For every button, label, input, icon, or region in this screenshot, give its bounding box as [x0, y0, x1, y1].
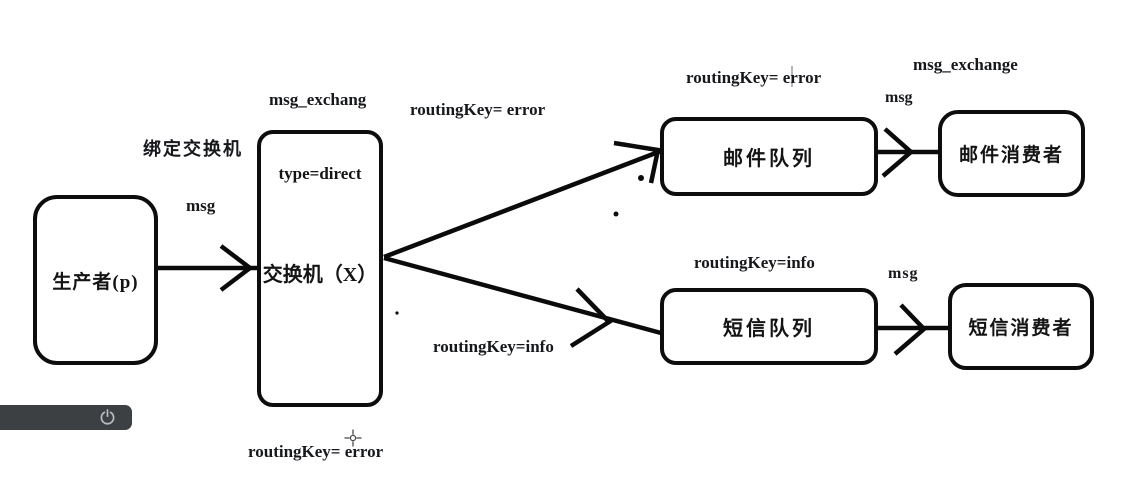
routingkey-error-top-label: routingKey= error	[686, 68, 822, 87]
msg-producer-label: msg	[186, 196, 216, 215]
sms-consumer-label: 短信消费者	[968, 318, 1074, 339]
exchange-name-label: msg_exchang	[269, 90, 367, 109]
sms-queue-label: 短信队列	[723, 318, 815, 340]
email-queue-label: 邮件队列	[723, 148, 815, 170]
arrowhead-email-queue-to-consumer	[881, 127, 915, 178]
arrowhead-exchange-to-sms-queue	[569, 287, 613, 348]
exchange-label: 交换机（X）	[262, 264, 378, 286]
arrow-exchange-to-email-queue	[383, 148, 662, 260]
routingkey-info-queue-label: routingKey=info	[694, 253, 815, 272]
arrowhead-producer-to-exchange	[219, 244, 254, 292]
msg-email-label: msg	[885, 89, 913, 106]
msg-sms-label: msg	[888, 265, 919, 282]
sms-consumer-node[interactable]: 短信消费者	[948, 283, 1094, 370]
email-consumer-node[interactable]: 邮件消费者	[938, 110, 1085, 197]
ink-specks	[395, 175, 644, 315]
arrowhead-sms-queue-to-consumer	[893, 303, 928, 356]
routingkey-error-mid-label: routingKey= error	[410, 100, 546, 119]
routingkey-error-bottom-label: routingKey= error	[248, 442, 384, 461]
arrow-exchange-to-sms-queue	[383, 255, 662, 336]
exchange-node[interactable]: type=direct 交换机（X）	[257, 130, 383, 407]
bind-exchange-label: 绑定交换机	[143, 139, 243, 159]
producer-node[interactable]: 生产者(p)	[33, 195, 158, 365]
email-consumer-label: 邮件消费者	[958, 145, 1064, 166]
arrowhead-exchange-to-email-queue	[613, 140, 661, 184]
producer-label: 生产者(p)	[52, 271, 139, 293]
power-icon[interactable]	[99, 409, 116, 426]
taskbar[interactable]	[0, 405, 132, 430]
email-queue-node[interactable]: 邮件队列	[660, 117, 878, 196]
sms-queue-node[interactable]: 短信队列	[660, 288, 878, 365]
exchange-type-label: type=direct	[278, 164, 362, 183]
crosshair-cursor-icon	[344, 429, 362, 447]
msg-exchange-label: msg_exchange	[913, 55, 1018, 74]
routingkey-info-lower-label: routingKey=info	[433, 337, 554, 356]
